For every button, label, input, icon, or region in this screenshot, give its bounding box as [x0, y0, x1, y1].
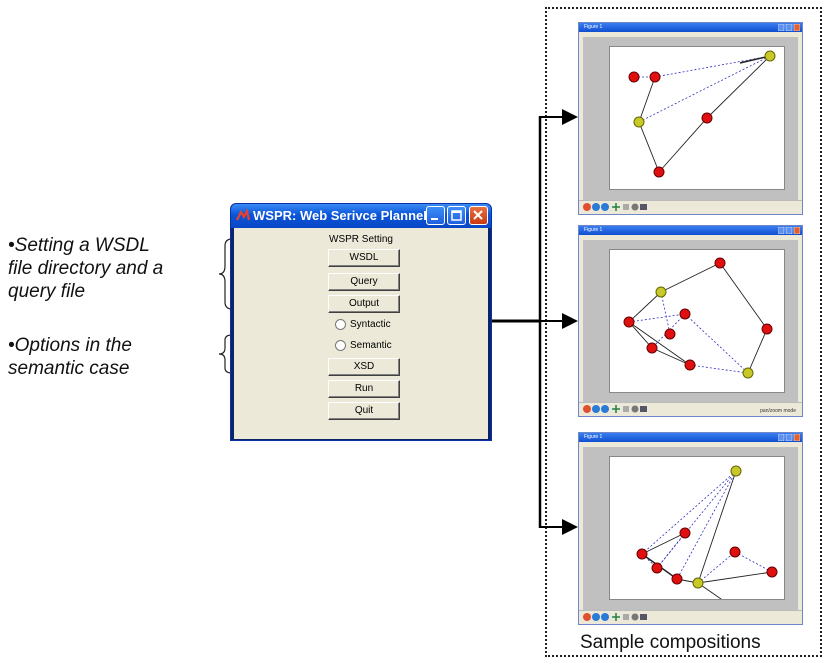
figure-1-canvas — [583, 37, 798, 200]
minimize-button[interactable] — [426, 206, 445, 225]
graph-nodes — [636, 465, 778, 589]
figure-1-menubar — [579, 32, 802, 37]
graph-nodes — [623, 257, 773, 379]
figure-1-graph — [628, 50, 776, 178]
figure-1-titlebar[interactable]: Figure 1 — [579, 23, 802, 32]
figure-3-titlebar[interactable]: Figure 1 — [579, 433, 802, 442]
semantic-radio-circle[interactable] — [335, 340, 346, 351]
sample-compositions-frame — [545, 7, 822, 657]
figure-2-title: Figure 1 — [584, 227, 603, 233]
graph-edges — [628, 262, 768, 374]
figure-1-toolbar — [579, 200, 802, 214]
wsdl-button[interactable]: WSDL — [328, 249, 400, 267]
figure-3-plot — [609, 456, 785, 609]
options-note-line-2: semantic case — [8, 358, 130, 379]
matlab-logo-icon — [236, 209, 250, 221]
figure-3-menubar — [579, 442, 802, 447]
figure-window-3: Figure 1 — [578, 432, 803, 625]
figure-3-toolbar — [579, 610, 802, 624]
wspr-dialog-window: WSPR: Web Serivce PlanneR WSPR Setting W… — [230, 203, 492, 441]
dialog-client-area: WSPR Setting WSDL Query Output Syntactic… — [234, 228, 488, 439]
output-button[interactable]: Output — [328, 295, 400, 313]
figure-2-canvas — [583, 240, 798, 403]
wsdl-note-line-1: •Setting a WSDL — [8, 235, 150, 256]
syntactic-radio[interactable]: Syntactic — [335, 319, 391, 330]
figure-3-canvas — [583, 447, 798, 610]
options-note: •Options in the semantic case — [8, 334, 132, 380]
figure-1-plot — [609, 46, 785, 190]
wsdl-note-line-2: file directory and a — [8, 258, 164, 279]
dialog-titlebar[interactable]: WSPR: Web Serivce PlanneR — [231, 204, 491, 228]
xsd-button[interactable]: XSD — [328, 358, 400, 376]
figure-2-toolbar: pan/zoom mode — [579, 402, 802, 416]
options-note-line-1: •Options in the — [8, 335, 132, 356]
figure-window-1: Figure 1 — [578, 22, 803, 215]
graph-edges — [641, 470, 773, 609]
figure-2-plot — [609, 249, 785, 393]
close-button[interactable] — [469, 206, 488, 225]
maximize-icon — [451, 210, 462, 221]
figure-2-titlebar[interactable]: Figure 1 — [579, 226, 802, 235]
figure-1-title: Figure 1 — [584, 24, 603, 30]
close-icon — [473, 210, 483, 220]
figure-window-2: Figure 1 — [578, 225, 803, 417]
dialog-title: WSPR: Web Serivce PlanneR — [253, 208, 433, 223]
syntactic-radio-circle[interactable] — [335, 319, 346, 330]
wsdl-note: •Setting a WSDL file directory and a que… — [8, 234, 163, 303]
figure-2-menubar — [579, 235, 802, 240]
run-button[interactable]: Run — [328, 380, 400, 398]
figure-toolbar-icons[interactable] — [582, 612, 652, 622]
figure-2-graph — [623, 257, 773, 379]
graph-nodes — [628, 50, 776, 178]
semantic-radio[interactable]: Semantic — [335, 340, 392, 351]
window-controls-icon[interactable] — [778, 434, 800, 441]
minimize-icon — [431, 218, 438, 220]
semantic-radio-label: Semantic — [350, 340, 392, 352]
wspr-setting-label: WSPR Setting — [329, 234, 393, 245]
query-button[interactable]: Query — [328, 273, 400, 291]
figure-3-graph — [636, 465, 778, 609]
wsdl-note-line-3: query file — [8, 281, 86, 302]
options-brace — [218, 334, 233, 374]
graph-edges — [634, 55, 771, 173]
wsdl-brace — [218, 238, 233, 310]
window-controls-icon[interactable] — [778, 24, 800, 31]
quit-button[interactable]: Quit — [328, 402, 400, 420]
figure-toolbar-icons[interactable] — [582, 404, 652, 414]
figure-3-title: Figure 1 — [584, 434, 603, 440]
window-controls-icon[interactable] — [778, 227, 800, 234]
sample-compositions-caption: Sample compositions — [580, 632, 761, 653]
figure-2-status: pan/zoom mode — [760, 408, 796, 414]
syntactic-radio-label: Syntactic — [350, 319, 391, 331]
maximize-button[interactable] — [447, 206, 466, 225]
figure-toolbar-icons[interactable] — [582, 202, 652, 212]
